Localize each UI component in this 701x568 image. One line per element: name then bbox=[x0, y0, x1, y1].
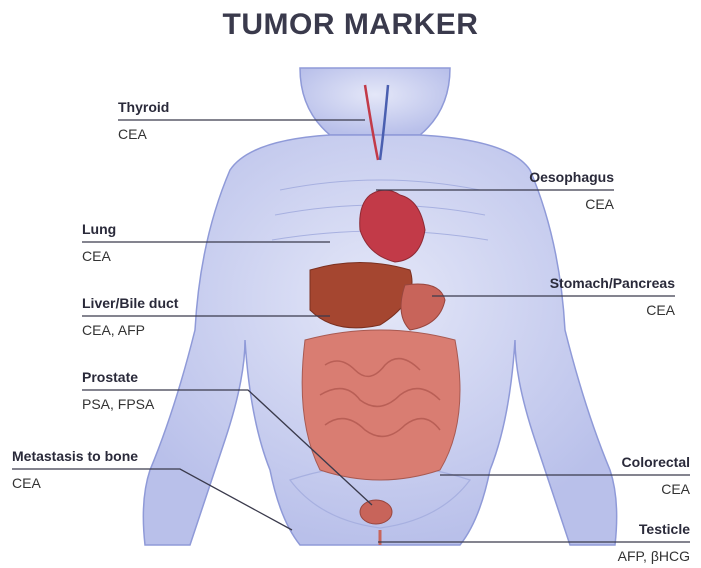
label-oesophagus: Oesophagus CEA bbox=[529, 169, 614, 213]
marker-values: CEA bbox=[12, 475, 138, 492]
label-thyroid: Thyroid CEA bbox=[118, 99, 169, 143]
organ-name: Thyroid bbox=[118, 99, 169, 116]
label-prostate: Prostate PSA, FPSA bbox=[82, 369, 154, 413]
marker-values: CEA bbox=[550, 302, 675, 319]
organ-name: Colorectal bbox=[622, 454, 690, 471]
label-liver-bile-duct: Liver/Bile duct CEA, AFP bbox=[82, 295, 178, 339]
label-testicle: Testicle AFP, βHCG bbox=[618, 521, 690, 565]
label-metastasis-to-bone: Metastasis to bone CEA bbox=[12, 448, 138, 492]
organ-name: Oesophagus bbox=[529, 169, 614, 186]
organ-name: Lung bbox=[82, 221, 116, 238]
marker-values: AFP, βHCG bbox=[618, 548, 690, 565]
label-lung: Lung CEA bbox=[82, 221, 116, 265]
organ-name: Metastasis to bone bbox=[12, 448, 138, 465]
marker-values: CEA bbox=[82, 248, 116, 265]
marker-values: CEA bbox=[118, 126, 169, 143]
marker-values: CEA bbox=[622, 481, 690, 498]
label-stomach-pancreas: Stomach/Pancreas CEA bbox=[550, 275, 675, 319]
organ-name: Testicle bbox=[618, 521, 690, 538]
organ-name: Prostate bbox=[82, 369, 154, 386]
marker-values: CEA bbox=[529, 196, 614, 213]
organ-name: Stomach/Pancreas bbox=[550, 275, 675, 292]
label-colorectal: Colorectal CEA bbox=[622, 454, 690, 498]
marker-values: PSA, FPSA bbox=[82, 396, 154, 413]
marker-values: CEA, AFP bbox=[82, 322, 178, 339]
organ-name: Liver/Bile duct bbox=[82, 295, 178, 312]
